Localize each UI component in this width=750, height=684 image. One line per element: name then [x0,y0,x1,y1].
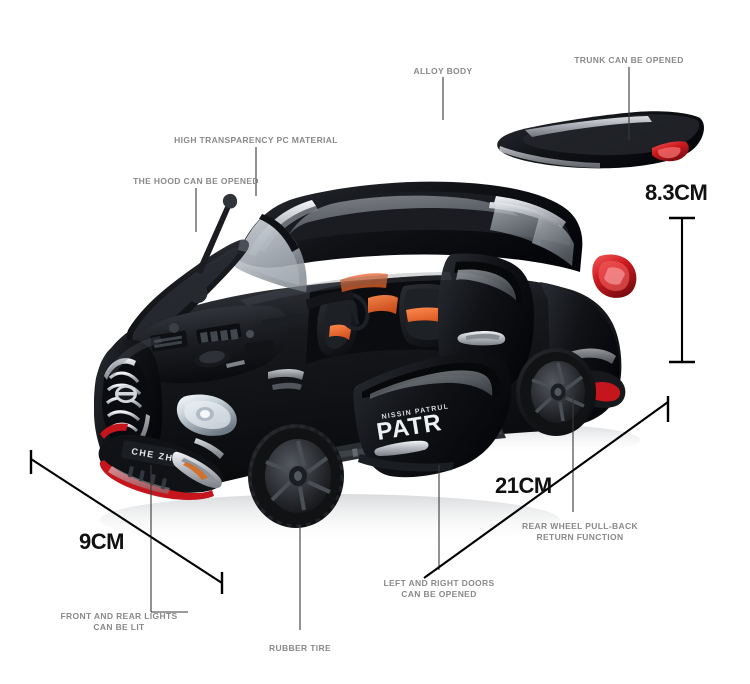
annotation-rear-wheel-pull-back: REAR WHEEL PULL-BACK RETURN FUNCTION [522,521,638,542]
front-door-glass [370,370,493,399]
open-hood [126,193,249,349]
dimension-width-line [30,458,223,584]
annotation-rubber-tire: RUBBER TIRE [269,643,331,653]
seat-accent-orange [329,324,351,340]
rear-quarter-glass [532,214,574,266]
fender-vent [268,369,304,380]
roof-and-glass [233,181,583,292]
annotation-lights-can-be-lit: FRONT AND REAR LIGHTS CAN BE LIT [60,611,178,632]
dimension-length-line [423,401,669,579]
sunroof-glass [288,195,518,236]
front-wheel [248,424,344,528]
roof-rail-right [494,196,566,228]
annotation-pc-material: HIGH TRANSPARENCY PC MATERIAL [174,135,338,145]
annotation-doors-can-be-opened: LEFT AND RIGHT DOORS CAN BE OPENED [383,578,495,599]
open-front-door: NISSIN PATRUL PATR [353,352,512,478]
dimension-height-label: 8.3CM [645,180,708,205]
engine-bay [125,305,338,384]
front-lip-red [99,460,214,500]
rear-wheel [516,348,596,436]
dimension-length-label: 21CM [495,473,552,498]
dimension-width-label: 9CM [79,529,124,554]
annotation-hood-can-be-opened: THE HOOD CAN BE OPENED [133,176,259,186]
ground-shadow [100,494,560,546]
open-trunk-lid [497,111,704,169]
tire-tread [248,424,344,528]
hood-strut [196,200,233,274]
front-door-handle [374,440,429,456]
rear-door-glass [456,269,516,300]
annotation-alloy-body: ALLOY BODY [413,66,473,76]
front-end: CHE ZHI [94,339,304,500]
rim-spokes [265,440,331,511]
annotation-trunk-can-be-opened: TRUNK CAN BE OPENED [574,55,684,65]
